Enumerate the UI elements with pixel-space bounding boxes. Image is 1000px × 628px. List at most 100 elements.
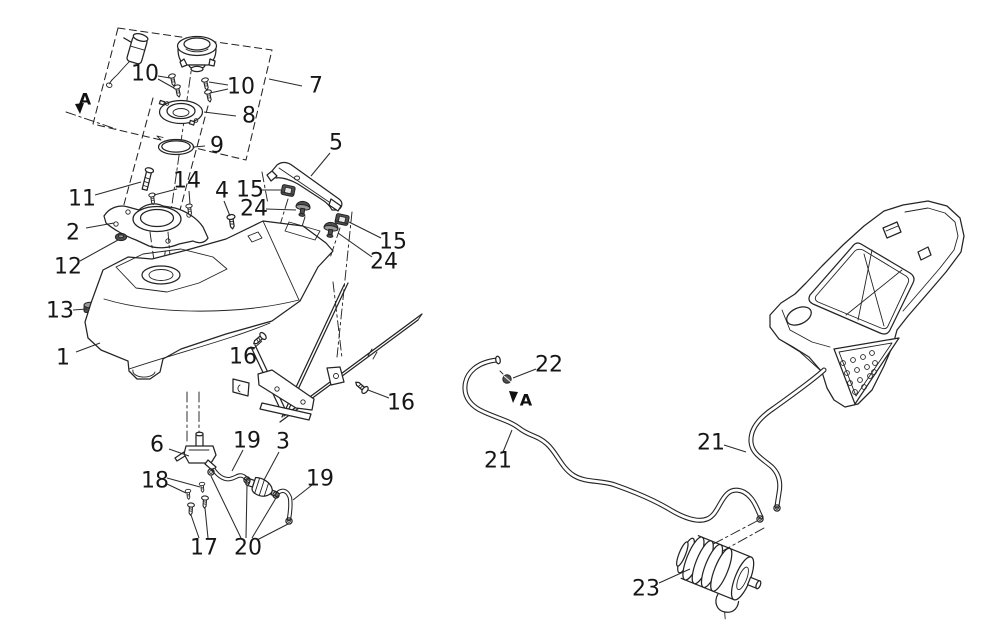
evap-canister (676, 535, 762, 620)
leader-line-1 (75, 342, 101, 353)
part-number-15-16: 15 (379, 230, 407, 255)
leader-line-13 (72, 308, 88, 311)
filler-mount-plate (103, 203, 209, 249)
leader-line-24 (265, 208, 297, 211)
breather-hose-21-left (462, 355, 764, 523)
tank-rear-bracket (266, 161, 343, 212)
filler-cap-detail-box (65, 27, 273, 289)
hose-clip-22 (499, 370, 512, 384)
fuel-filter (245, 476, 280, 498)
leader-line-12 (79, 239, 119, 262)
tank-bolt-16b (352, 378, 371, 396)
leader-line-19 (231, 449, 244, 472)
leader-line-4 (223, 200, 231, 217)
part-number-6-5: 6 (150, 433, 164, 458)
section-marker-A-0: A (79, 90, 92, 109)
section-arrow-A-0 (75, 103, 84, 114)
part-number-5-4: 5 (329, 131, 343, 156)
leader-line-10 (208, 81, 229, 86)
part-number-16-18: 16 (387, 391, 415, 416)
part-number-21-25: 21 (697, 431, 725, 456)
part-number-22-26: 22 (535, 353, 563, 378)
leader-line-14 (188, 190, 191, 205)
leader-line-9 (193, 145, 206, 148)
part-number-24-29: 24 (370, 250, 398, 275)
leader-line-23 (658, 568, 691, 584)
part-number-10-9: 10 (131, 62, 159, 87)
part-number-16-17: 16 (229, 345, 257, 370)
fuel-tank (84, 220, 334, 380)
part-number-15-15: 15 (236, 178, 264, 203)
leader-line-17 (190, 514, 200, 539)
leader-line-18 (166, 477, 201, 488)
part-number-4-3: 4 (215, 179, 229, 204)
leader-line-21 (502, 429, 513, 453)
filler-cap (176, 35, 218, 73)
part-number-13-13: 13 (46, 299, 74, 324)
leader-line-20 (251, 497, 277, 539)
leader-line-3 (263, 451, 280, 481)
leader-line-5 (310, 152, 331, 177)
leader-line-15 (348, 221, 382, 239)
part-number-7-6: 7 (309, 74, 323, 99)
leader-line-18 (166, 483, 187, 494)
leader-lines (72, 75, 747, 584)
cap-locking-ring (158, 99, 204, 126)
rear-undertray (769, 200, 965, 408)
tap-screw-18a (184, 488, 192, 501)
part-number-12-12: 12 (54, 255, 82, 280)
part-number-14-14: 14 (173, 169, 201, 194)
damper-24a (294, 199, 312, 218)
tap-screw-17b (200, 495, 210, 509)
breather-hose-21-right (748, 367, 827, 509)
leader-line-2 (85, 222, 115, 229)
part-number-9-8: 9 (210, 134, 224, 159)
leader-line-22 (512, 368, 537, 379)
leader-line-11 (94, 181, 142, 196)
plate-bolt (141, 167, 155, 191)
tap-screw-17a (186, 502, 196, 516)
screw-4 (226, 213, 238, 231)
part-number-18-20: 18 (141, 469, 169, 494)
leader-line-10 (157, 78, 175, 89)
part-number-2-1: 2 (66, 221, 80, 246)
grommet-15a (280, 183, 297, 198)
leader-line-17 (204, 507, 209, 539)
part-number-23-27: 23 (632, 577, 660, 602)
grommet-12 (114, 232, 128, 242)
leader-line-20 (210, 475, 242, 539)
leader-line-8 (203, 111, 237, 117)
leader-line-10 (157, 75, 171, 79)
section-marker-A-1: A (520, 391, 533, 410)
part-number-21-24: 21 (484, 449, 512, 474)
fuel-hose-19-left (211, 467, 251, 483)
part-number-10-10: 10 (227, 75, 255, 100)
leader-line-20 (245, 484, 248, 539)
part-number-19-22: 19 (306, 467, 334, 492)
frame-rails (232, 282, 423, 423)
leader-line-16 (251, 340, 263, 351)
leader-line-21 (723, 444, 747, 453)
undertray-vent-holes (840, 350, 878, 395)
fuel-hose-19-right (276, 488, 293, 522)
cap-screws (167, 72, 214, 104)
part-number-11-11: 11 (68, 187, 96, 212)
part-number-3-2: 3 (276, 430, 290, 455)
leader-line-16 (367, 389, 390, 399)
part-number-20-23: 20 (234, 536, 262, 561)
part-number-8-7: 8 (242, 104, 256, 129)
part-number-17-19: 17 (190, 536, 218, 561)
leader-line-6 (168, 448, 190, 457)
cap-gasket (156, 135, 195, 156)
lock-barrel (106, 33, 149, 88)
section-arrow-A-1 (509, 391, 518, 403)
leader-line-7 (268, 78, 303, 87)
leader-line-19 (292, 484, 313, 501)
leader-line-24 (337, 232, 373, 258)
leader-line-20 (256, 523, 289, 541)
damper-24b (322, 220, 340, 239)
part-number-24-28: 24 (240, 197, 268, 222)
tap-screw-18b (198, 481, 206, 494)
leader-line-14 (153, 188, 178, 196)
